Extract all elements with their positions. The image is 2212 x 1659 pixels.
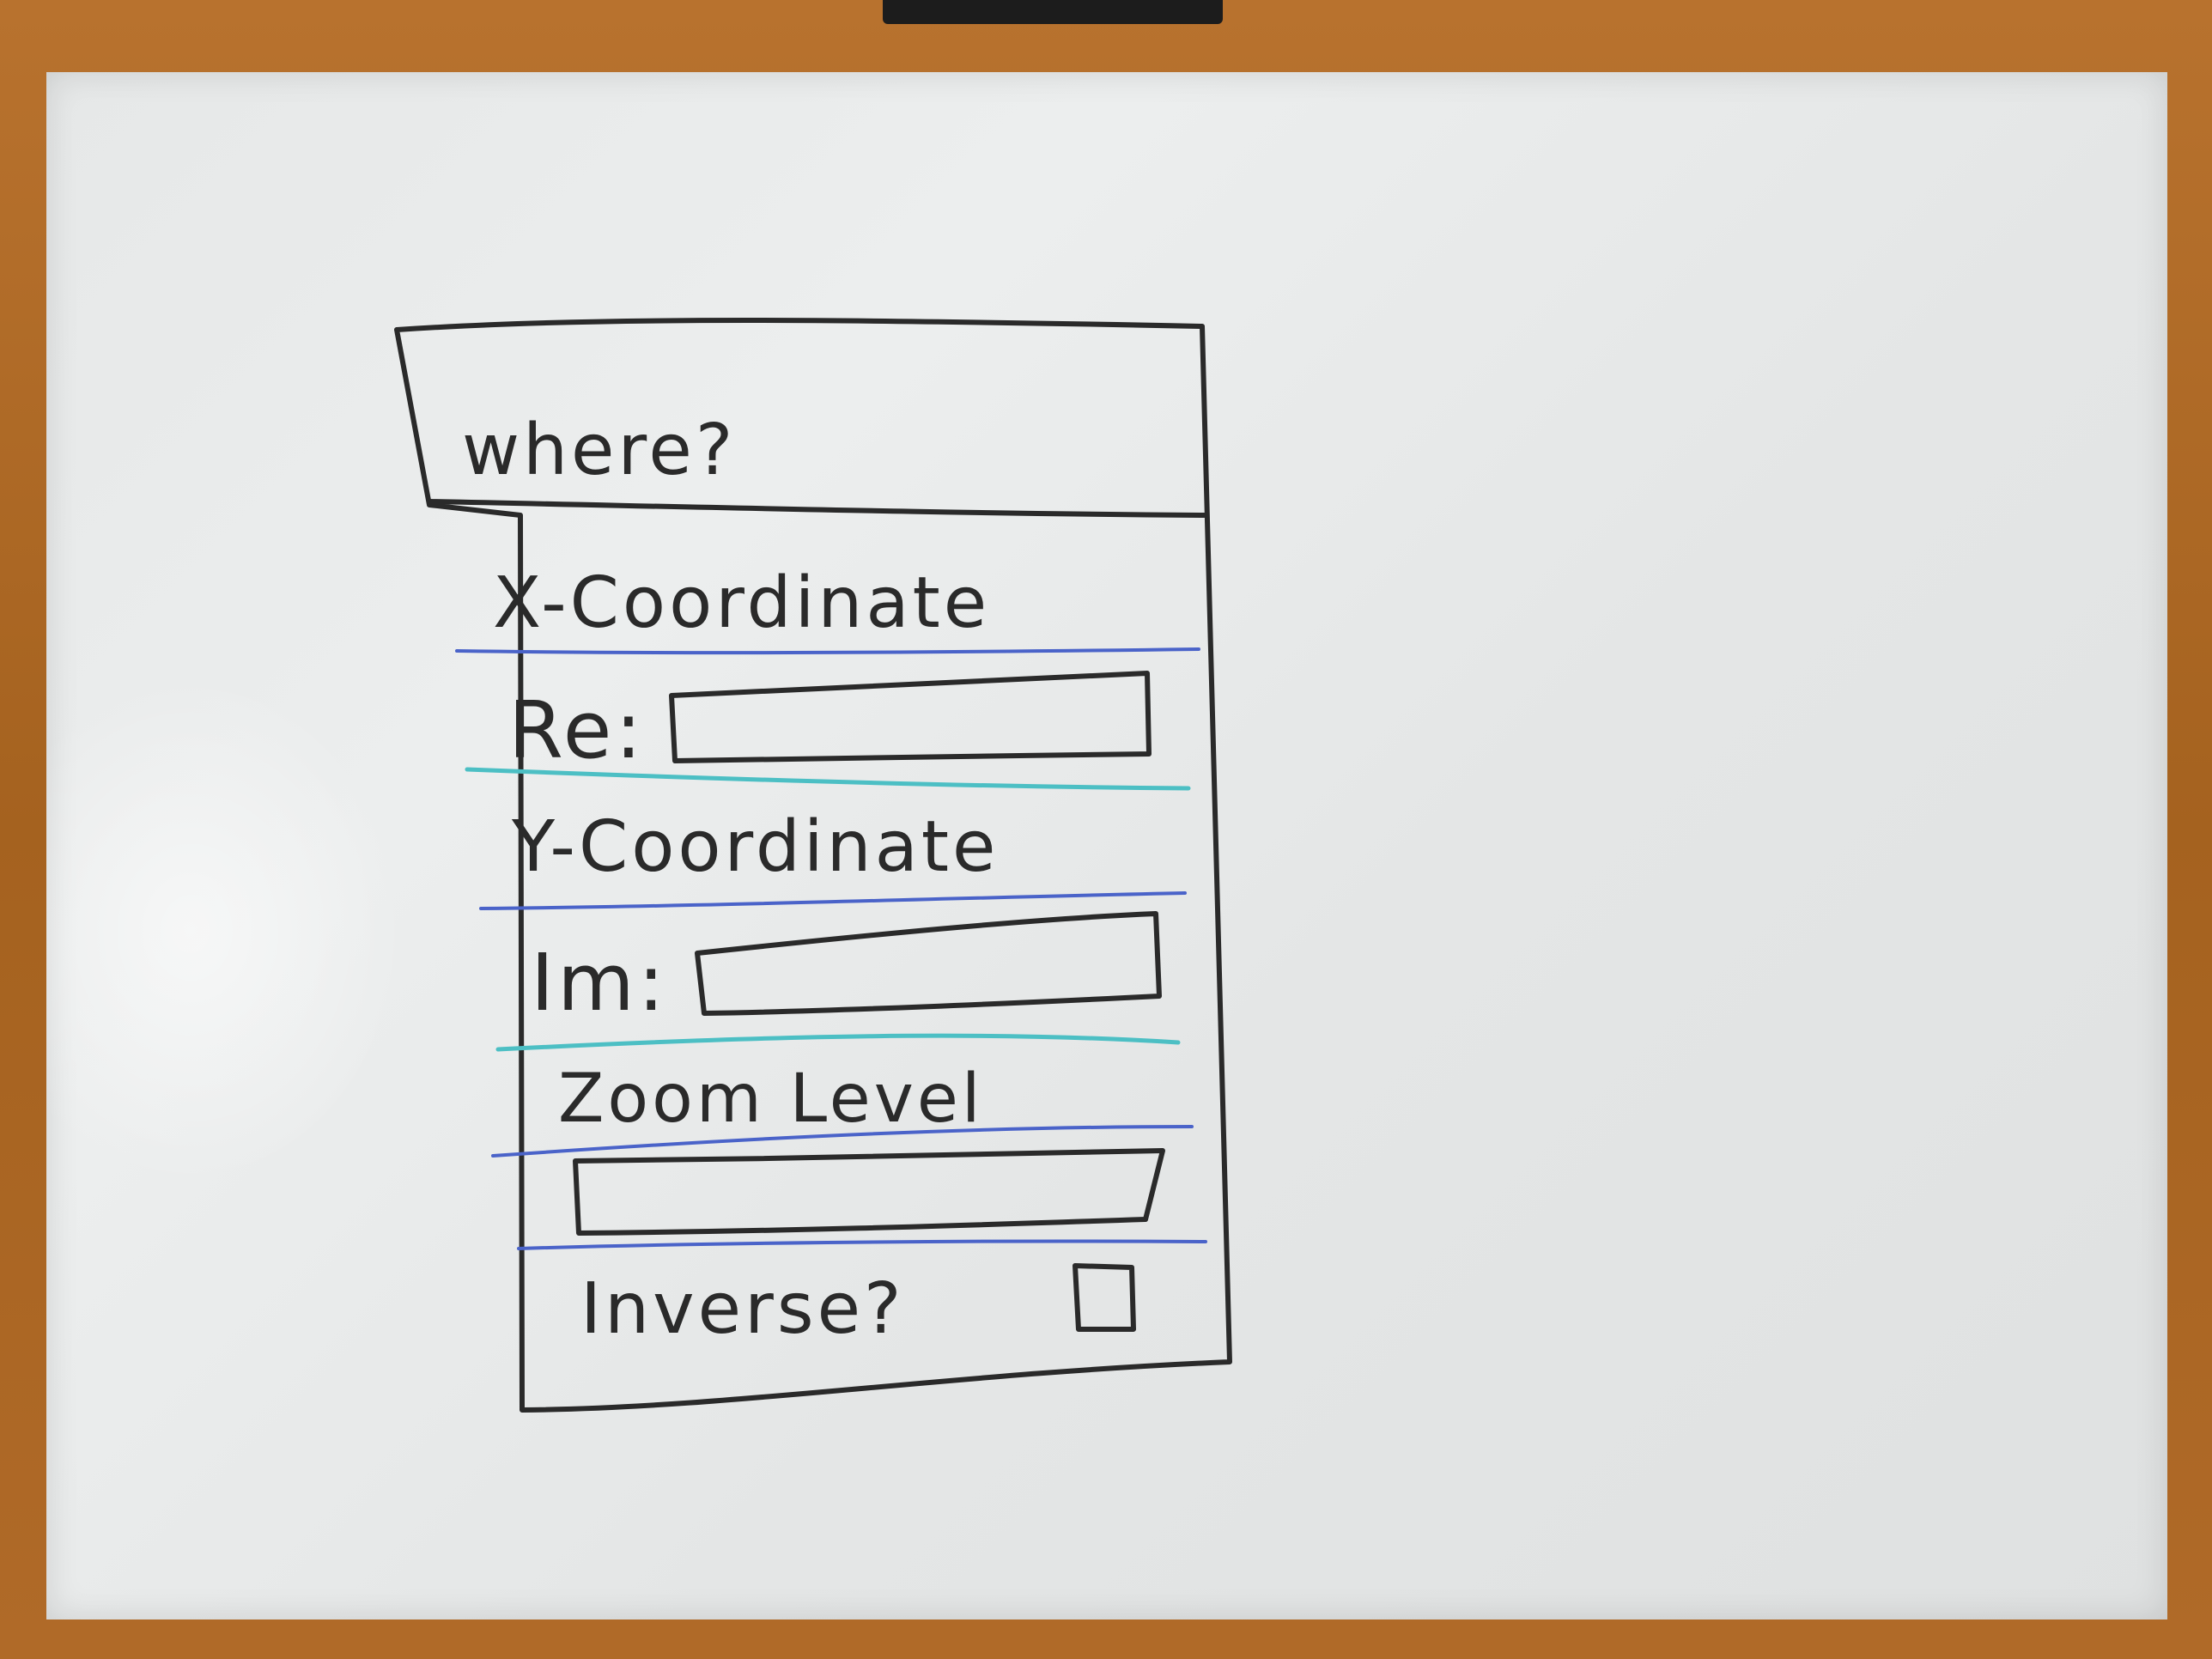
- divider-4: [495, 1033, 1181, 1052]
- re-label: Re:: [508, 684, 645, 776]
- zoom-input[interactable]: [573, 1148, 1165, 1236]
- glare: [46, 673, 407, 1188]
- marker-clip: [883, 0, 1223, 24]
- divider-6: [517, 1239, 1207, 1250]
- divider-3: [479, 891, 1187, 910]
- title-divider: [427, 499, 1208, 518]
- im-input[interactable]: [695, 911, 1162, 1016]
- inverse-checkbox[interactable]: [1073, 1263, 1136, 1332]
- im-label: Im:: [531, 937, 668, 1029]
- divider-1: [455, 647, 1200, 655]
- divider-5: [491, 1125, 1194, 1158]
- divider-2: [465, 767, 1191, 791]
- inverse-label: Inverse?: [580, 1268, 905, 1350]
- x-coordinate-label: X-Coordinate: [493, 562, 990, 644]
- dialog-border: [394, 318, 1232, 1413]
- dialog-title: where?: [462, 410, 736, 491]
- zoom-level-label: Zoom Level: [558, 1060, 984, 1138]
- y-coordinate-label: Y-Coordinate: [511, 806, 999, 888]
- re-input[interactable]: [669, 671, 1152, 763]
